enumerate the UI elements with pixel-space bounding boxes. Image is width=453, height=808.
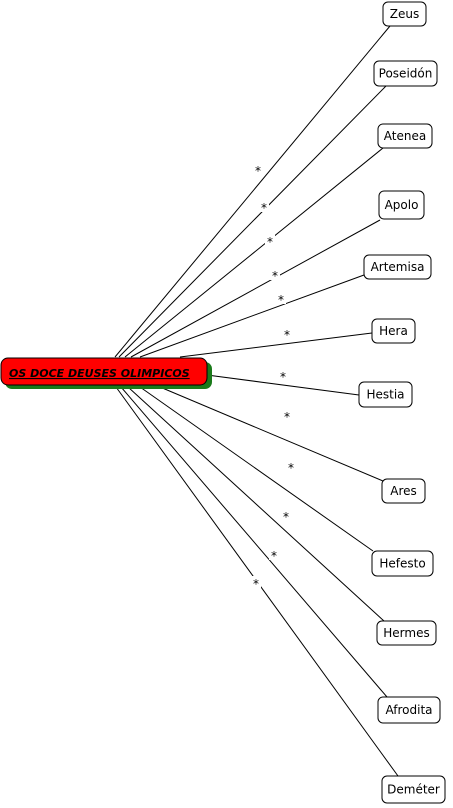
concept-node[interactable]: Poseidón <box>373 60 438 87</box>
connector-label: * <box>280 370 286 384</box>
concept-node[interactable]: Hera <box>371 318 416 344</box>
concept-node-label: Artemisa <box>371 260 425 274</box>
connector-label: * <box>267 235 273 249</box>
connector-label-background <box>269 548 279 560</box>
connector-label: * <box>261 201 267 215</box>
concept-node-label: Deméter <box>387 783 440 797</box>
connector-label: * <box>278 293 284 307</box>
root-node-label: OS DOCE DEUSES OLIMPICOS <box>9 367 190 380</box>
concept-node[interactable]: Hefesto <box>371 550 434 577</box>
concept-node[interactable]: Apolo <box>378 190 425 220</box>
connector-line <box>124 147 384 358</box>
connector-labels: ************ <box>251 163 296 591</box>
concept-node-label: Zeus <box>390 7 419 21</box>
concept-node[interactable]: Ares <box>381 478 426 504</box>
concept-node-box <box>371 550 434 577</box>
concept-node-box <box>382 1 427 27</box>
concept-node[interactable]: Afrodita <box>377 696 441 724</box>
concept-node[interactable]: Zeus <box>382 1 427 27</box>
concept-node[interactable]: Hestia <box>358 381 413 408</box>
concept-node[interactable]: Artemisa <box>363 254 432 280</box>
connector-lines <box>114 25 399 777</box>
connector-label: * <box>284 410 290 424</box>
connector-line <box>159 386 384 482</box>
concept-node-box <box>373 60 438 87</box>
connector-label-background <box>265 234 275 246</box>
connector-line <box>127 386 385 622</box>
connector-label: * <box>253 577 259 591</box>
connector-label-background <box>278 369 288 381</box>
concept-node-box <box>381 775 446 804</box>
concept-node-box <box>358 381 413 408</box>
connector-line <box>120 386 388 698</box>
connector-label: * <box>271 549 277 563</box>
connector-line <box>118 85 387 358</box>
concept-node-label: Apolo <box>385 198 419 212</box>
concept-node-label: Poseidón <box>379 67 433 81</box>
concept-node-label: Hestia <box>366 388 404 402</box>
concept-node-box <box>377 696 441 724</box>
concept-node-box <box>377 123 433 149</box>
connector-label-background <box>282 327 292 339</box>
concept-node-box <box>376 620 437 646</box>
connector-line <box>206 374 360 396</box>
connector-line <box>114 25 391 358</box>
concept-node-box <box>381 478 426 504</box>
connector-label: * <box>272 269 278 283</box>
leaf-nodes: ZeusPoseidónAteneaApoloArtemisaHeraHesti… <box>358 1 446 804</box>
concept-node[interactable]: Atenea <box>377 123 433 149</box>
concept-node-box <box>371 318 416 344</box>
concept-node-label: Hera <box>379 324 408 338</box>
connector-label-background <box>270 268 280 280</box>
concept-node-label: Ares <box>390 484 417 498</box>
connector-label-background <box>281 509 291 521</box>
connector-label: * <box>283 510 289 524</box>
connector-label-background <box>276 292 286 304</box>
concept-node-box <box>378 190 425 220</box>
connector-label: * <box>255 164 261 178</box>
connector-line <box>130 219 381 358</box>
connector-label-background <box>282 409 292 421</box>
concept-node[interactable]: Hermes <box>376 620 437 646</box>
connector-label-background <box>286 460 296 472</box>
root-node[interactable]: OS DOCE DEUSES OLIMPICOS <box>0 357 212 389</box>
concept-node-label: Hermes <box>383 626 429 640</box>
connector-label-background <box>251 576 261 588</box>
concept-node-label: Afrodita <box>385 703 432 717</box>
concept-node[interactable]: Deméter <box>381 775 446 804</box>
connector-line <box>139 274 365 358</box>
connector-label: * <box>284 328 290 342</box>
connector-line <box>139 386 374 552</box>
root-node-box <box>0 357 208 386</box>
connector-label: * <box>288 461 294 475</box>
concept-node-label: Hefesto <box>379 557 425 571</box>
connector-label-background <box>259 200 269 212</box>
concept-node-box <box>363 254 432 280</box>
connector-line <box>179 332 373 358</box>
connector-label-background <box>253 163 263 175</box>
concept-node-label: Atenea <box>384 129 426 143</box>
